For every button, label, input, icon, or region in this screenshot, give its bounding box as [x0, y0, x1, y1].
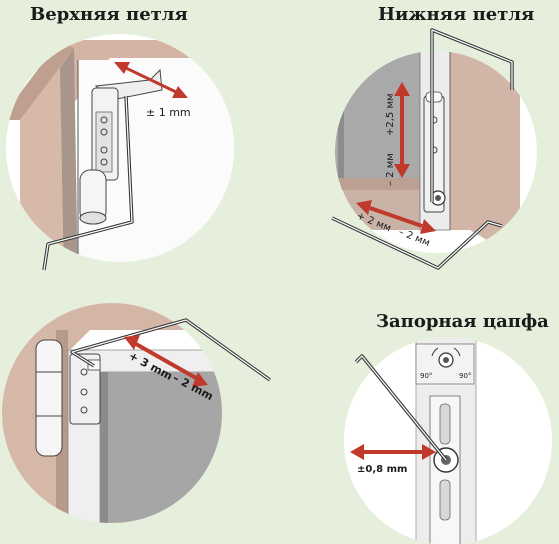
vertical-up-label: +2,5 мм [385, 93, 396, 136]
top-hinge-adjust-label: ± 1 mm [146, 106, 191, 119]
locking-pin-title: Запорная цапфа [376, 311, 549, 332]
bottom-hinge-panel: +2,5 мм – 2 мм + 2 мм – 2 мм [331, 28, 537, 270]
top-hinge-title: Верхняя петля [30, 4, 188, 25]
sash-panel [100, 372, 222, 523]
lock-adjust-label: ±0,8 mm [357, 464, 407, 475]
top-hinge-adjust-arrow [114, 62, 188, 98]
sash-hinge-barrel [35, 339, 63, 457]
angle-right-label: 90° [459, 372, 471, 380]
sash-adjust-panel: + 3 mm – 2 mm [2, 303, 271, 523]
horizontal-adjust-arrow [356, 200, 436, 234]
lock-adjust-arrow [350, 444, 436, 460]
vertical-down-label: – 2 мм [385, 153, 396, 186]
bottom-hinge-title: Нижняя петля [378, 4, 535, 25]
top-hinge-panel: ± 1 mm [6, 34, 234, 271]
angle-left-label: 90° [420, 372, 432, 380]
locking-pin-panel: 90° 90° ±0,8 mm [344, 337, 552, 544]
sash-adjust-arrow [124, 335, 208, 387]
vertical-adjust-arrow [394, 82, 410, 178]
